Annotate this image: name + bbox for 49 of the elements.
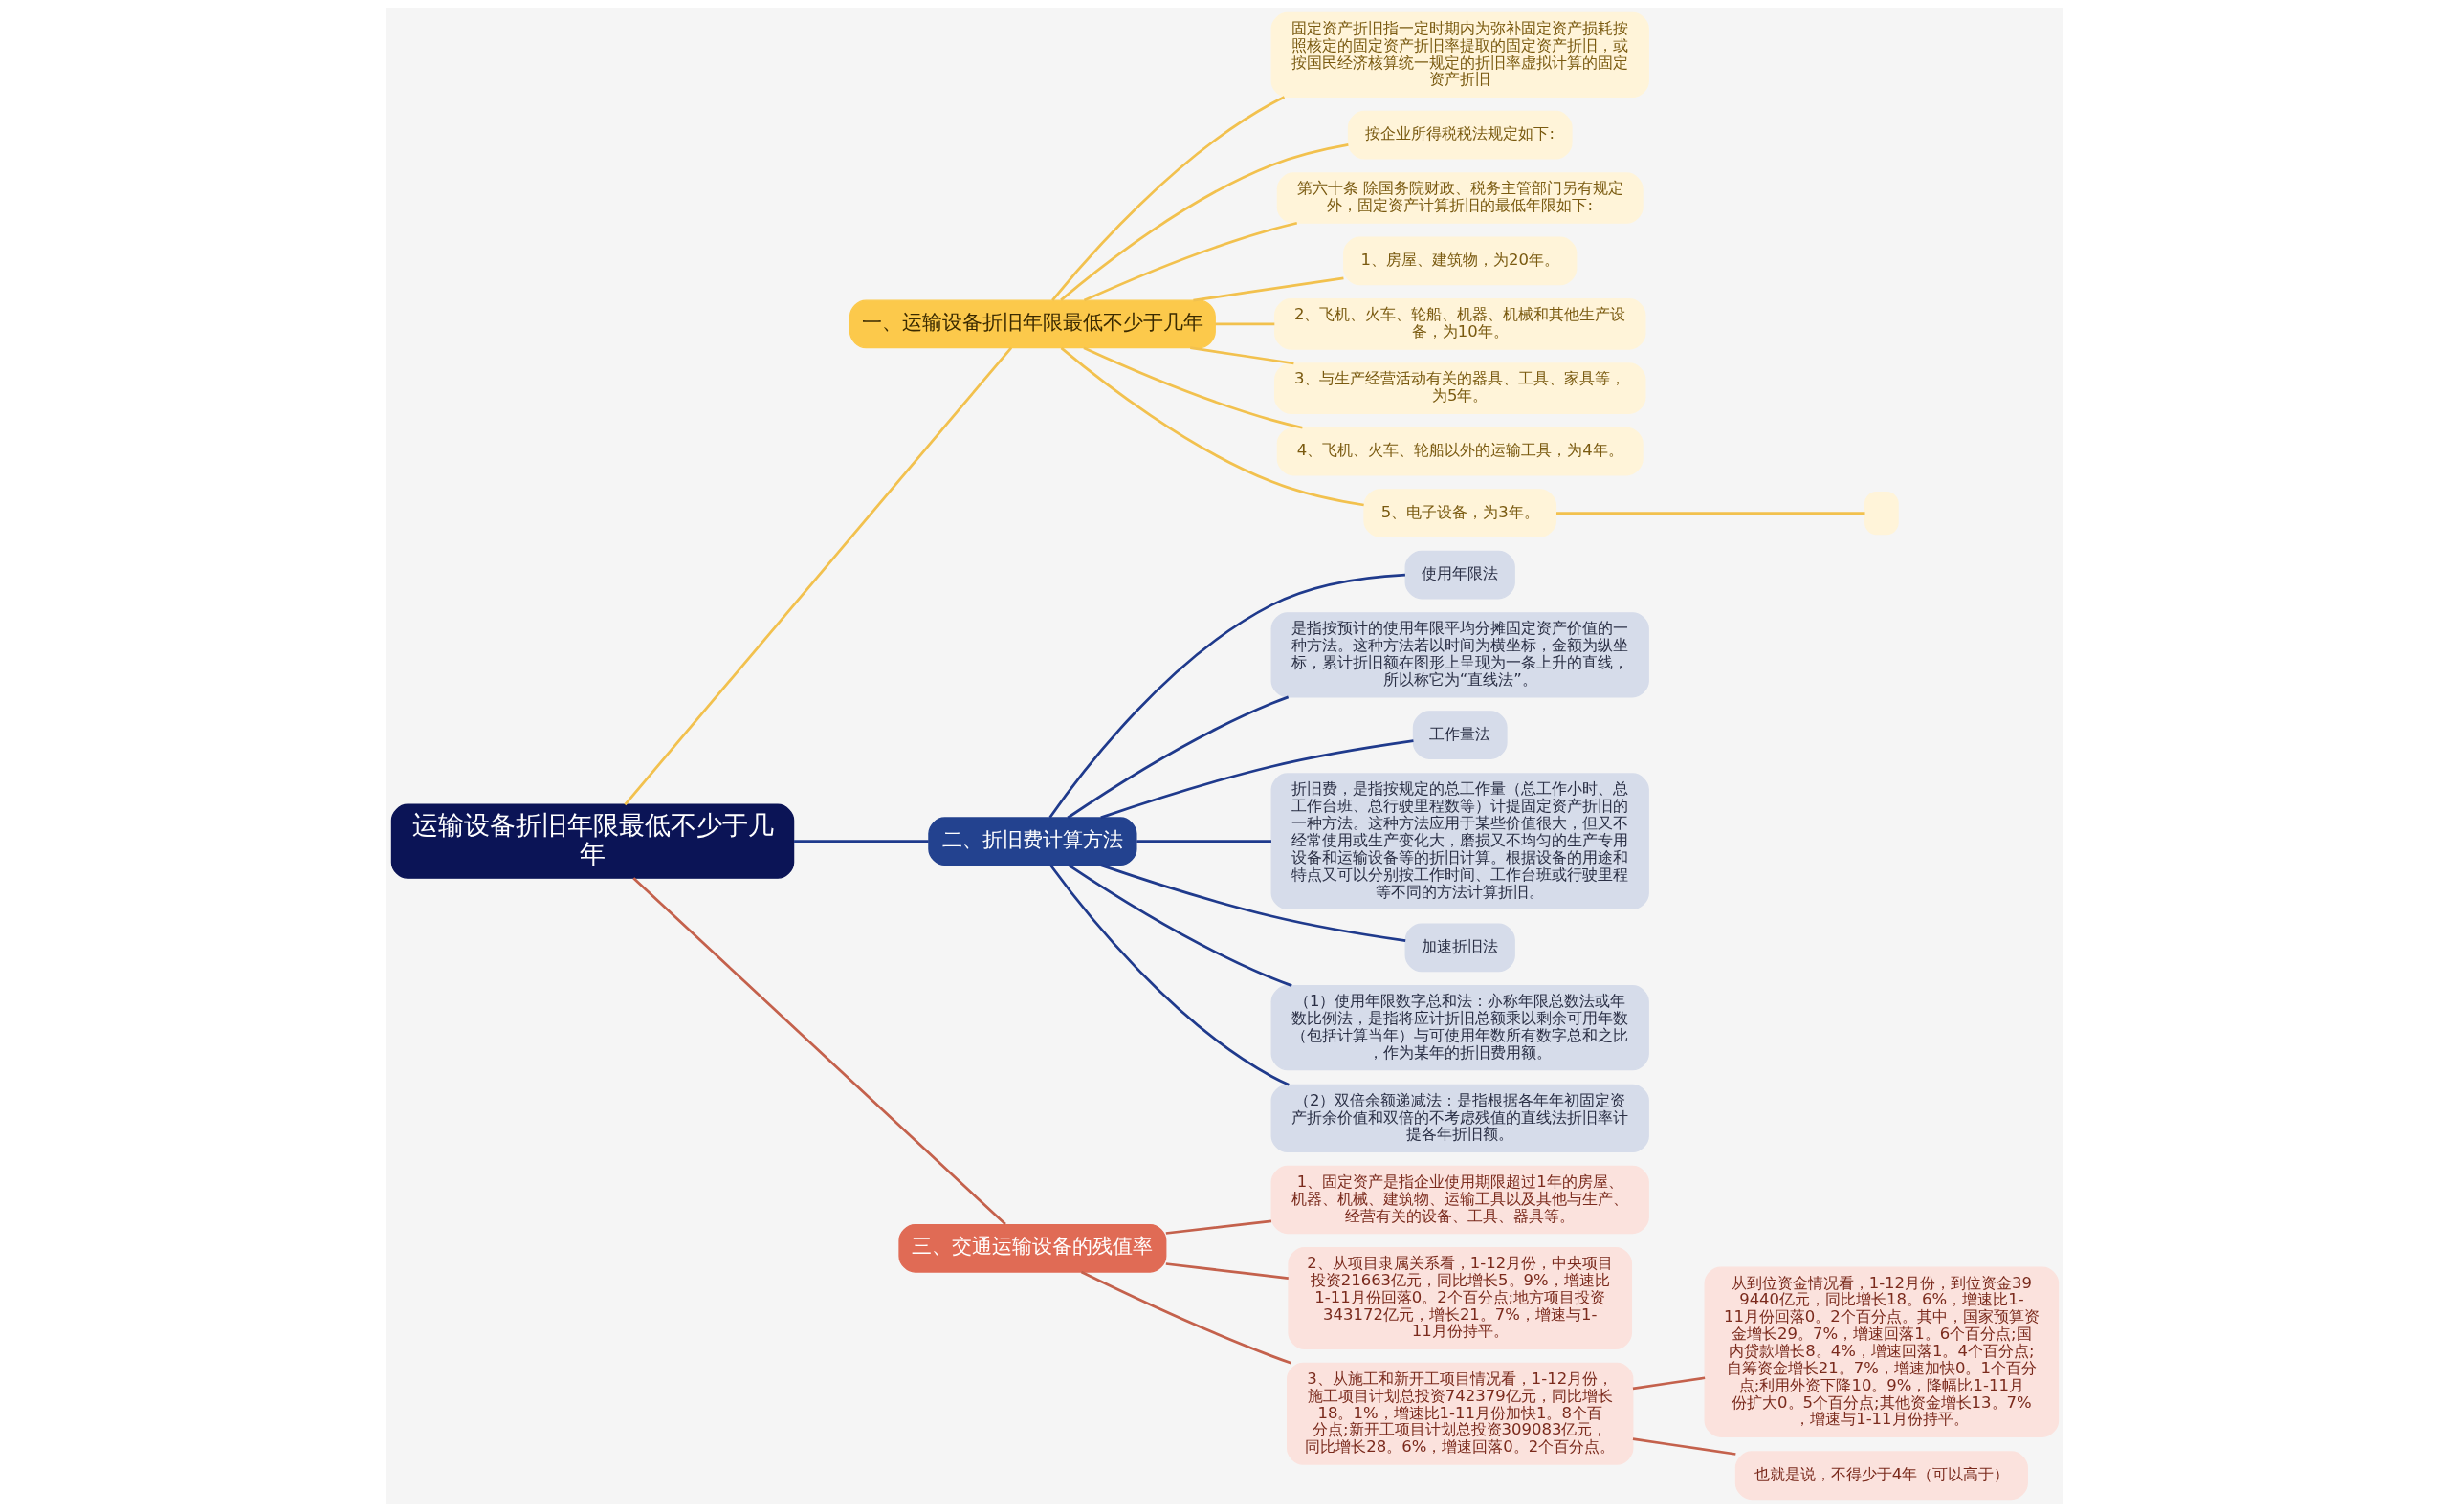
node-box: 2、从项目隶属关系看，1-12月份，中央项目投资21663亿元，同比增长5。9%，增速比1-11月份回落0。2个百分点;地方项目投资343172亿元，增长21。7%，增速与1-11月份持平。 [1287,1246,1632,1349]
connector [1099,864,1405,942]
connector [1083,221,1297,302]
node-box: 按企业所得税税法规定如下: [1347,110,1573,160]
node-box: 第六十条 除国务院财政、税务主管部门另有规定外，固定资产计算折旧的最低年限如下: [1276,172,1644,224]
connector [1080,1270,1291,1365]
connector [623,346,1012,806]
connector [631,877,1006,1226]
node-box: 二、折旧费计算方法 [927,817,1137,866]
connector [1632,1376,1705,1391]
connector [1136,840,1271,844]
connector [793,840,929,844]
connector [1059,143,1349,301]
node-box: 从到位资金情况看，1-12月份，到位资金399440亿元，同比增长18。6%，增速比1-11月份回落0。2个百分点。其中，国家预算资金增长29。7%，增速回落1。6个百分点;国内贷款增长8。4%，增速回落1。4个百分点;自筹资金增长21。7%，增速加快0。1个百分点;利用外资下降10。9%，降幅比1-11月份扩大0。5个百分点;其他资金增长13。7%，增速与1-11月份持平。 [1704,1266,2059,1437]
connector [1048,573,1405,819]
connector [1048,864,1290,1086]
node-box [1864,491,1899,536]
node-box: 运输设备折旧年限最低不少于几年 [390,803,794,879]
connector [1050,96,1285,301]
node-box: （2）双倍余额递减法：是指根据各年年初固定资产折余价值和双倍的不考虑残值的直线法折旧率计提各年折旧额。 [1270,1084,1649,1153]
node-box: 是指按预计的使用年限平均分摊固定资产价值的一种方法。这种方法若以时间为横坐标，金额为纵坐标，累计折旧额在图形上呈现为一条上升的直线，所以称它为“直线法”。 [1270,612,1649,698]
node-box: 固定资产折旧指一定时期内为弥补固定资产损耗按照核定的固定资产折旧率提取的固定资产折旧，或按国民经济核算统一规定的折旧率虚拟计算的固定资产折旧 [1270,11,1649,99]
node-box: 1、房屋、建筑物，为20年。 [1342,236,1577,286]
connector [1632,1437,1736,1456]
node-box: 2、飞机、火车、轮船、机器、机械和其他生产设备，为10年。 [1273,298,1645,350]
connector [1066,695,1289,820]
node-box: （1）使用年限数字总和法：亦称年限总数法或年数比例法，是指将应计折旧总额乘以剩余可用年数（包括计算当年）与可使用年数所有数字总和之比，作为某年的折旧费用额。 [1270,985,1649,1071]
connector [1555,512,1864,515]
connector [1214,322,1274,326]
connector [1165,1219,1271,1235]
connector [1189,346,1294,365]
node-box: 也就是说，不得少于4年（可以高于） [1734,1451,2028,1501]
node-box: 5、电子设备，为3年。 [1362,489,1556,537]
connector [1060,346,1364,507]
node-box: 一、运输设备折旧年限最低不少于几年 [849,299,1216,349]
connector [1082,346,1303,429]
connector [1099,739,1414,820]
connector [1165,1262,1289,1280]
node-box: 1、固定资产是指企业使用期限超过1年的房屋、机器、机械、建筑物、运输工具以及其他与生产、经营有关的设备、工具、器具等。 [1270,1165,1649,1235]
node-box: 工作量法 [1412,711,1508,759]
node-box: 3、与生产经营活动有关的器具、工具、家具等，为5年。 [1273,362,1645,414]
node-box: 加速折旧法 [1404,923,1515,973]
node-box: 折旧费，是指按规定的总工作量（总工作小时、总工作台班、总行驶里程数等）计提固定资产折旧的一种方法。这种方法应用于某些价值很大，但又不经常使用或生产变化大，磨损又不均匀的生产专用设备和运输设备等的折旧计算。根据设备的用途和特点又可以分别按工作时间、工作台班或行驶里程等不同的方法计算折旧。 [1270,773,1649,910]
node-box: 三、交通运输设备的残值率 [897,1223,1166,1273]
connector [1192,276,1344,302]
node-box: 使用年限法 [1404,550,1515,600]
connector [1067,864,1292,987]
node-box: 4、飞机、火车、轮船以外的运输工具，为4年。 [1276,427,1644,476]
node-box: 3、从施工和新开工项目情况看，1-12月份，施工项目计划总投资742379亿元，同比增长18。1%，增速比1-11月份加快1。8个百分点;新开工项目计划总投资309083亿元，同比增长28。6%，增速回落0。2个百分点。 [1286,1362,1633,1465]
